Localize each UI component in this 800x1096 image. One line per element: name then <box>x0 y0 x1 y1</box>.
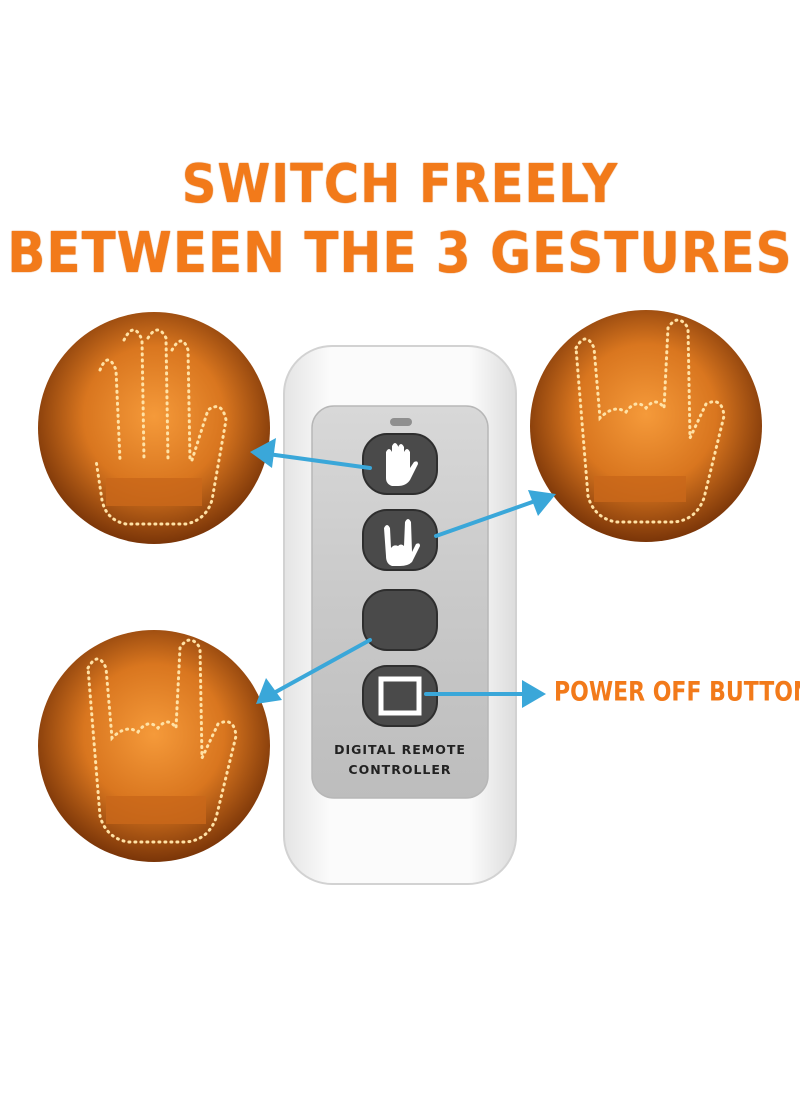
open-hand-icon <box>386 443 418 486</box>
power-square-icon <box>378 676 422 716</box>
remote-label-line-1: DIGITAL REMOTE <box>334 742 466 757</box>
rock-hand-button[interactable] <box>362 509 438 571</box>
headline-line-2: BETWEEN THE 3 GESTURES <box>7 220 793 286</box>
gesture-rock-hand-circle-left <box>38 630 270 862</box>
arrow-to-open-hand <box>266 452 372 470</box>
blank-button[interactable] <box>362 589 438 651</box>
arrow-head-rock-right <box>528 490 556 516</box>
arrow-to-rock-left <box>270 638 372 696</box>
rock-hand-icon <box>574 318 726 524</box>
gesture-rock-hand-circle-right <box>530 310 762 542</box>
gesture-open-hand-circle <box>38 312 270 544</box>
power-off-button-label: POWER OFF BUTTON <box>554 677 800 708</box>
power-off-button[interactable] <box>362 665 438 727</box>
arrow-head-rock-left <box>256 678 282 704</box>
arrow-head-power-label <box>522 680 546 708</box>
indicator-led <box>390 418 412 426</box>
arrow-to-rock-right <box>434 498 540 538</box>
open-hand-button[interactable] <box>362 433 438 495</box>
headline-line-1: SWITCH FREELY <box>181 152 619 216</box>
rock-hand-icon <box>86 638 238 844</box>
arrow-head-open-hand <box>250 438 276 468</box>
rock-hand-icon <box>384 519 420 566</box>
open-hand-icon <box>94 328 228 526</box>
remote-label-line-2: CONTROLLER <box>348 762 452 777</box>
